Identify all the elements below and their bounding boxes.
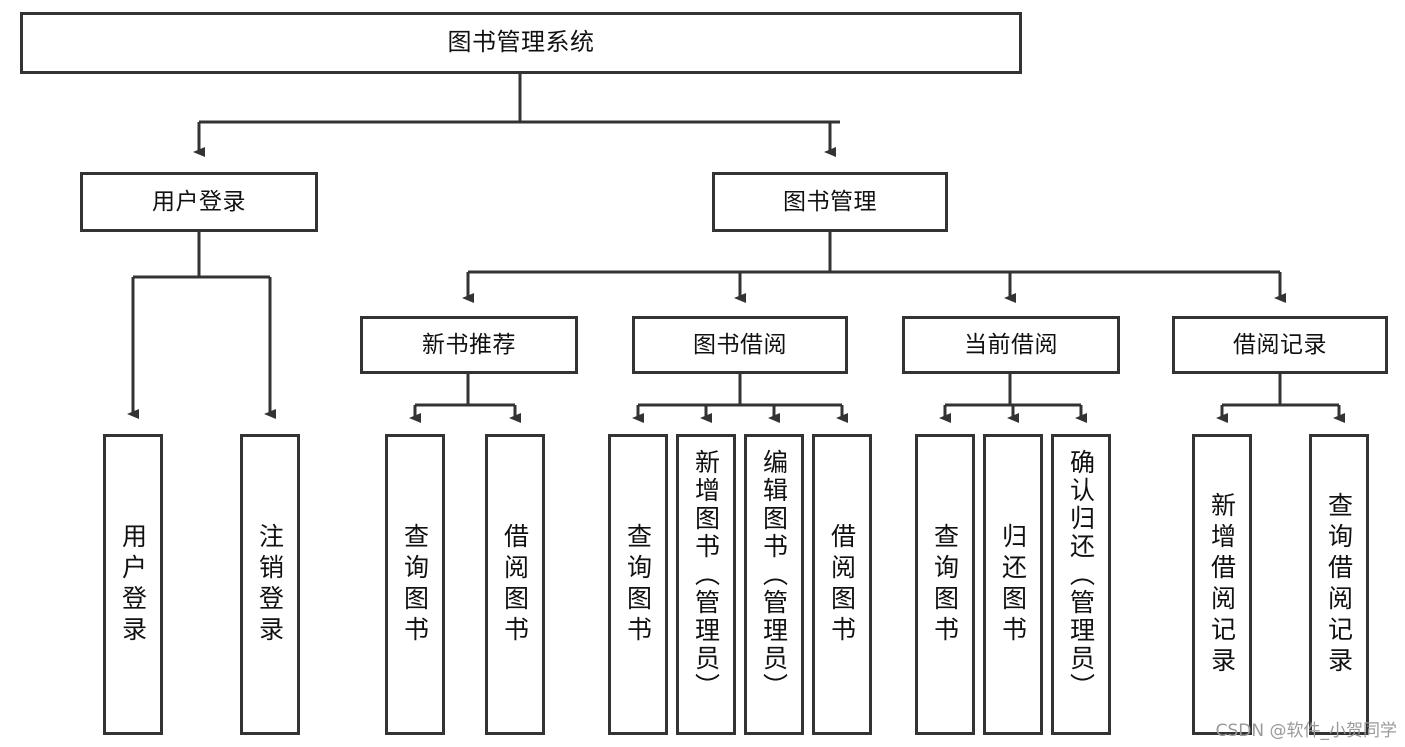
node-label: 借阅记录	[1233, 331, 1327, 358]
node-label: 查询借阅记录	[1324, 491, 1354, 678]
node-leaf-query-book-1[interactable]: 查询图书	[385, 434, 445, 735]
node-label: 新增图书（管理员）	[691, 449, 721, 701]
node-label: 图书管理系统	[447, 28, 595, 57]
node-leaf-logout[interactable]: 注销登录	[240, 434, 300, 735]
node-label: 图书管理	[783, 188, 877, 215]
node-label: 查询图书	[623, 522, 653, 647]
node-user-login[interactable]: 用户登录	[80, 172, 318, 232]
node-root-system[interactable]: 图书管理系统	[20, 12, 1022, 74]
node-leaf-add-borrow-record[interactable]: 新增借阅记录	[1192, 434, 1252, 735]
node-new-book-recommend[interactable]: 新书推荐	[360, 316, 578, 374]
node-leaf-borrow-book-1[interactable]: 借阅图书	[485, 434, 545, 735]
node-label: 新书推荐	[422, 331, 516, 358]
node-leaf-query-book-2[interactable]: 查询图书	[608, 434, 668, 735]
node-label: 图书借阅	[693, 331, 787, 358]
node-book-management[interactable]: 图书管理	[712, 172, 948, 232]
node-label: 确认归还（管理员）	[1066, 449, 1096, 701]
node-label: 注销登录	[255, 522, 285, 647]
node-label: 用户登录	[118, 522, 148, 647]
node-label: 借阅图书	[500, 522, 530, 647]
node-borrow-record[interactable]: 借阅记录	[1172, 316, 1388, 374]
csdn-watermark: CSDN @软件_小贺同学	[1215, 721, 1397, 741]
node-label: 查询图书	[930, 522, 960, 647]
node-leaf-confirm-return-admin[interactable]: 确认归还（管理员）	[1051, 434, 1111, 735]
node-leaf-user-login[interactable]: 用户登录	[103, 434, 163, 735]
node-label: 当前借阅	[964, 331, 1058, 358]
node-label: 借阅图书	[827, 522, 857, 647]
node-leaf-edit-book-admin[interactable]: 编辑图书（管理员）	[744, 434, 804, 735]
node-label: 用户登录	[152, 188, 246, 215]
node-current-borrow[interactable]: 当前借阅	[902, 316, 1120, 374]
node-leaf-add-book-admin[interactable]: 新增图书（管理员）	[676, 434, 736, 735]
node-label: 查询图书	[400, 522, 430, 647]
node-book-borrow[interactable]: 图书借阅	[632, 316, 848, 374]
node-label: 归还图书	[998, 522, 1028, 647]
node-label: 新增借阅记录	[1207, 491, 1237, 678]
node-label: 编辑图书（管理员）	[759, 449, 789, 701]
node-leaf-return-book[interactable]: 归还图书	[983, 434, 1043, 735]
node-leaf-query-book-3[interactable]: 查询图书	[915, 434, 975, 735]
node-leaf-query-borrow-record[interactable]: 查询借阅记录	[1309, 434, 1369, 735]
node-leaf-borrow-book-2[interactable]: 借阅图书	[812, 434, 872, 735]
